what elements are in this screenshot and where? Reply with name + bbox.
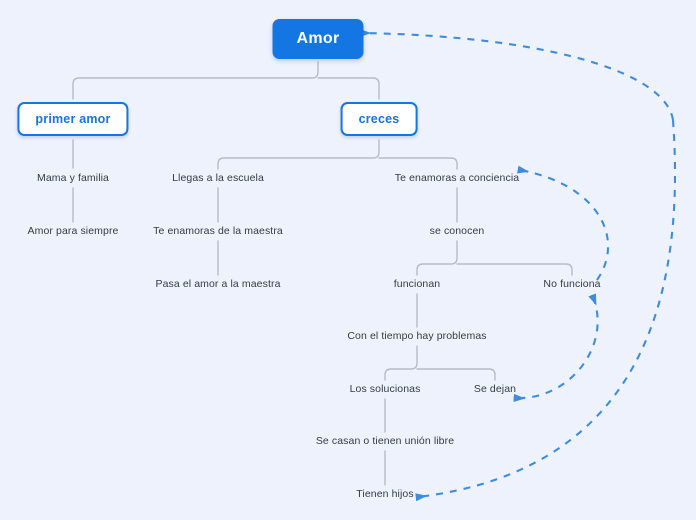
node-creces[interactable]: creces: [340, 102, 418, 136]
edge-seconocen-nofunciona: [456, 263, 573, 276]
node-primer-amor[interactable]: primer amor: [17, 102, 129, 136]
node-te-enamoras-de-la-maestra[interactable]: Te enamoras de la maestra: [153, 225, 283, 237]
link-sedejan-nofunciona: [513, 293, 599, 402]
edge-creces-enamoras: [378, 157, 458, 170]
node-tienen-hijos[interactable]: Tienen hijos: [356, 488, 414, 500]
node-mama-y-familia[interactable]: Mama y familia: [37, 172, 109, 184]
node-con-el-tiempo-hay-problemas[interactable]: Con el tiempo hay problemas: [347, 330, 487, 342]
node-no-funciona[interactable]: No funciona: [543, 278, 601, 290]
edge-amor-creces: [317, 77, 380, 100]
node-amor[interactable]: Amor: [272, 19, 364, 59]
edge-contiempo-split: [384, 345, 418, 381]
node-amor-para-siempre[interactable]: Amor para siempre: [27, 225, 119, 237]
node-los-solucionas[interactable]: Los solucionas: [349, 383, 421, 395]
edge-contiempo-sedejan: [416, 368, 496, 381]
node-te-enamoras-a-conciencia[interactable]: Te enamoras a conciencia: [394, 172, 520, 184]
node-se-conocen[interactable]: se conocen: [429, 225, 485, 237]
node-pasa-el-amor-a-la-maestra[interactable]: Pasa el amor a la maestra: [155, 278, 281, 290]
edge-creces-split: [217, 139, 380, 170]
edge-amor-split: [72, 61, 319, 100]
node-llegas-a-la-escuela[interactable]: Llegas a la escuela: [172, 172, 264, 184]
node-se-casan-o-tienen-union-libre[interactable]: Se casan o tienen unión libre: [315, 435, 455, 447]
node-funcionan[interactable]: funcionan: [393, 278, 441, 290]
node-se-dejan[interactable]: Se dejan: [473, 383, 517, 395]
edge-seconocen-split: [416, 240, 458, 276]
link-nofunciona-enamorasconciencia: [516, 165, 610, 281]
